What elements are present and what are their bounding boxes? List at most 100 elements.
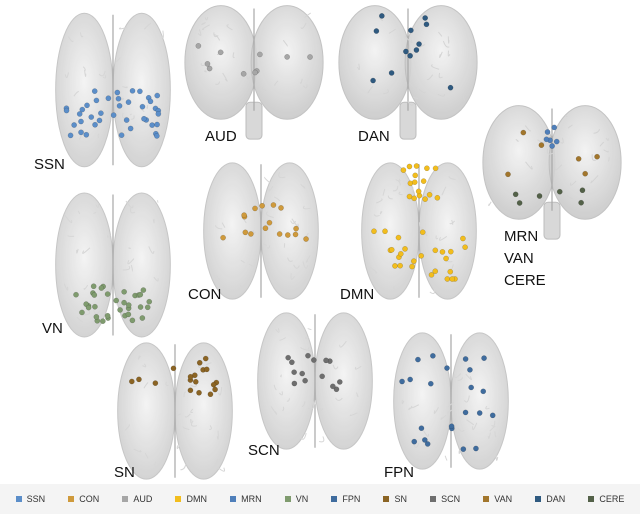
node-vn [79,309,85,316]
node-fpn [427,380,434,387]
node-con [248,231,254,237]
legend-item-fpn: FPN [331,494,360,504]
node-scn [291,369,297,376]
node-ssn [78,118,84,125]
node-vn [121,288,128,295]
hemisphere [55,12,114,168]
brain-panel-con [200,160,322,302]
node-con [259,202,266,209]
legend-swatch [535,496,542,502]
legend-item-aud: AUD [122,494,152,504]
panel-label-ssn: SSN [34,156,65,173]
node-aud [257,51,263,58]
node-con [284,232,291,238]
node-van [594,153,600,160]
node-dan [388,70,395,76]
node-van [520,129,527,136]
legend-label: FPN [342,494,361,504]
node-vn [121,299,127,306]
legend-swatch [230,496,237,502]
node-dmn [410,258,417,264]
brain-panel-sn [114,340,236,482]
node-aud [284,54,290,60]
node-aud [195,43,202,49]
node-dmn [415,188,422,195]
node-dan [423,21,430,28]
node-aud [252,69,258,76]
node-scn [289,359,295,366]
node-fpn [480,388,487,395]
node-cere [578,199,584,206]
node-con [292,231,299,238]
node-ssn [141,115,147,122]
legend-swatch [331,496,338,502]
node-vn [104,291,111,297]
node-ssn [105,95,112,102]
legend-item-mrn: MRN [230,494,262,504]
node-scn [285,354,291,361]
node-ssn [67,132,74,139]
node-fpn [421,437,428,443]
node-dmn [413,163,420,169]
node-vn [129,317,136,324]
panel-label-aud: AUD [205,128,237,145]
legend-label: AUD [133,494,153,504]
hemisphere [404,5,478,120]
node-fpn [467,366,473,373]
legend-label: MRN [241,494,262,504]
panel-label-mrn: MRN [504,228,539,245]
node-vn [140,287,147,293]
node-ssn [154,133,160,139]
node-fpn [468,384,475,391]
node-ssn [154,92,161,99]
node-fpn [481,355,487,361]
brain-panel-fpn [390,330,512,472]
legend-item-dan: DAN [535,494,565,504]
node-fpn [476,410,483,416]
node-ssn [114,89,121,96]
node-van [538,142,545,148]
brain-panel-scn [254,310,376,452]
brain-panel-dan [336,0,480,142]
node-con [262,225,269,232]
node-ssn [118,132,125,139]
node-sn [152,380,159,386]
node-cere [556,188,563,195]
brain-panel-multi [480,100,624,242]
legend-swatch [68,496,75,502]
hemisphere [203,162,262,300]
node-aud [204,60,211,67]
node-sn [202,355,209,362]
node-sn [187,373,194,380]
node-scn [302,377,308,384]
node-ssn [63,107,70,114]
node-dmn [419,229,426,236]
legend-label: SSN [26,494,46,504]
node-ssn [92,121,98,128]
node-fpn [462,409,469,416]
node-dmn [439,249,446,255]
node-dmn [444,276,451,282]
node-vn [144,304,151,311]
node-vn [113,297,120,304]
legend-swatch [430,496,437,502]
node-con [278,205,284,211]
node-cere [579,187,586,194]
legend-swatch [284,496,291,502]
node-dan [447,84,454,91]
node-sn [187,387,194,394]
node-vn [73,291,79,298]
hemisphere [338,5,412,120]
brain-panel-ssn [52,10,174,170]
node-dmn [428,271,435,278]
node-ssn [139,103,146,110]
node-vn [93,314,100,320]
legend-label: VAN [494,494,513,504]
node-fpn [460,446,467,452]
legend-item-scn: SCN [430,494,460,504]
node-vn [90,283,97,290]
legend-item-cere: CERE [588,494,624,504]
brain-panel-vn [52,190,174,340]
node-scn [323,357,329,364]
node-dmn [447,268,454,275]
